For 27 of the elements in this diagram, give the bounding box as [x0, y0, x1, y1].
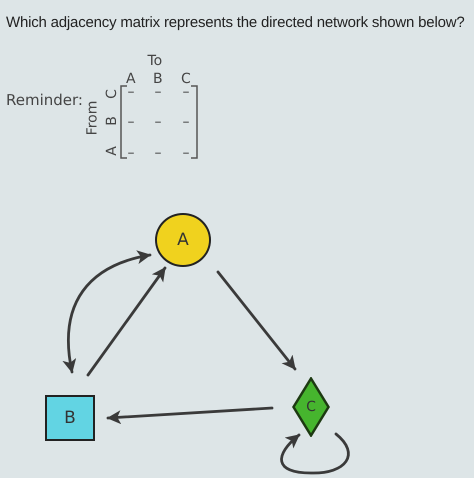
- column-label: A: [126, 71, 136, 87]
- blank-entry: –: [154, 114, 162, 130]
- blank-entry: –: [154, 84, 162, 100]
- blank-entry: –: [182, 145, 190, 161]
- arrow: [280, 432, 350, 474]
- blank-entry: –: [182, 114, 190, 130]
- blank-entry: –: [182, 84, 190, 100]
- diamond-node: C: [292, 377, 330, 437]
- column-label: C: [181, 71, 191, 87]
- arrow: [63, 250, 152, 374]
- reminder-label: Reminder:: [6, 92, 83, 108]
- blank-entry: –: [154, 145, 162, 161]
- axis-title: To: [148, 53, 162, 69]
- arrow: [86, 266, 166, 376]
- blank-entry: –: [128, 84, 134, 100]
- arrow: [106, 406, 274, 424]
- row-label: C: [104, 89, 120, 99]
- blank-entry: –: [128, 145, 134, 161]
- question-text: Which adjacency matrix represents the directed network shown below?: [6, 14, 464, 31]
- blank-entry: –: [128, 114, 134, 130]
- row-label: A: [104, 146, 120, 156]
- arrow: [216, 270, 296, 370]
- square-node: B: [45, 395, 95, 441]
- row-label: B: [104, 116, 120, 126]
- circle-node: A: [155, 213, 211, 267]
- column-label: B: [153, 71, 163, 87]
- axis-title: From: [84, 100, 100, 136]
